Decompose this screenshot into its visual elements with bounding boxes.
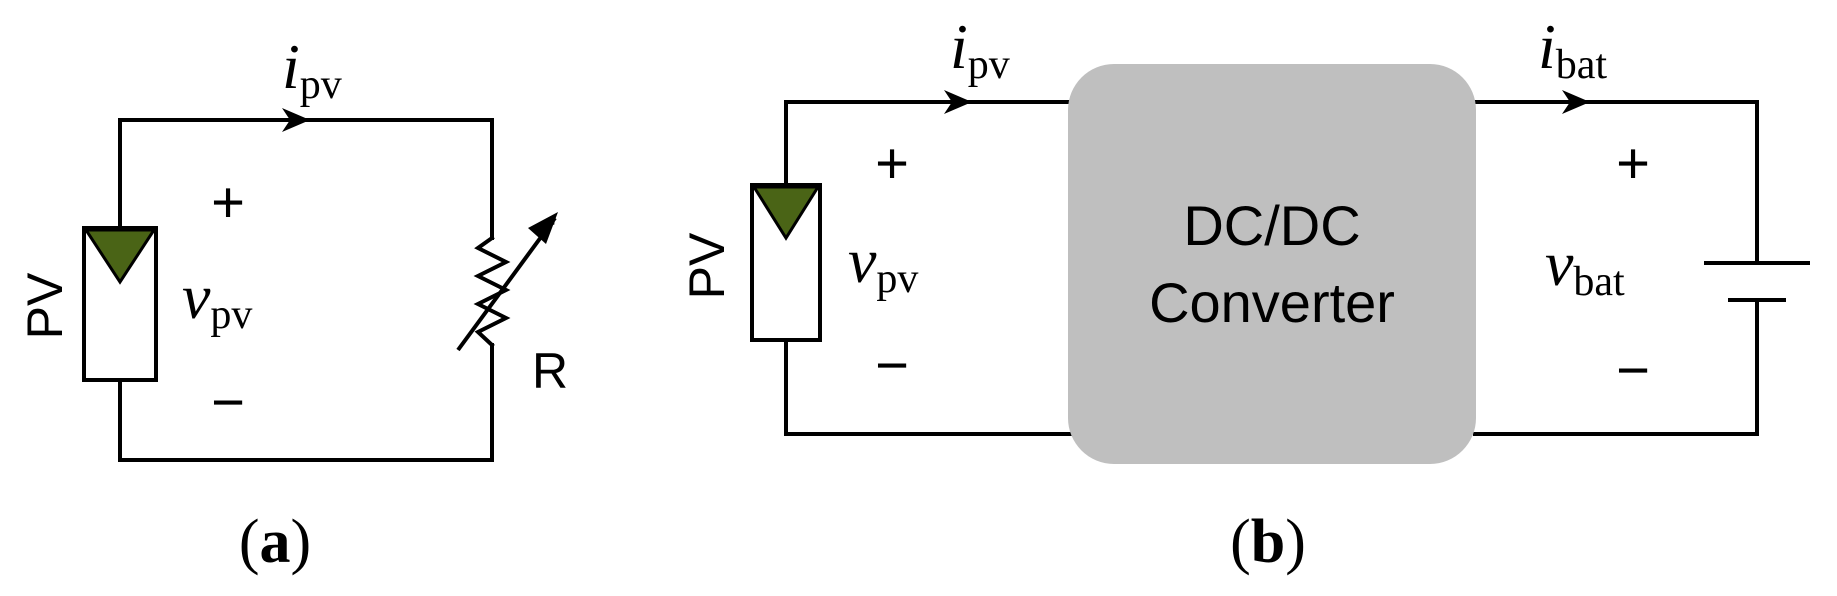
panel-b-pv-current-arrow — [944, 90, 972, 114]
panel-b: DC/DC Converter PV + − + − ipv ibat vpv … — [679, 11, 1810, 576]
panel-a-resistor-arrowhead — [528, 212, 558, 244]
panel-b-bat-current-symbol: i — [1538, 11, 1556, 82]
panel-b-wire-right-bottom — [1473, 298, 1759, 436]
panel-a-resistor-arrow — [456, 216, 557, 352]
panel-a-plus: + — [211, 170, 245, 235]
panel-b-bat-minus: − — [1616, 338, 1650, 403]
panel-a-voltage-label: vpv — [182, 261, 252, 338]
panel-b-wire-right-top — [1473, 100, 1759, 265]
panel-b-pv-minus: − — [875, 333, 909, 398]
panel-b-pv-voltage-symbol: v — [848, 225, 877, 296]
panel-b-pv-current-label: ipv — [950, 11, 1010, 88]
panel-a: PV R + − ipv vpv (a) — [17, 31, 568, 576]
panel-a-pv-label: PV — [17, 272, 73, 339]
panel-b-bat-current-subscript: bat — [1556, 42, 1608, 88]
panel-b-bat-plus: + — [1616, 131, 1650, 196]
panel-b-pv-plus: + — [875, 131, 909, 196]
panel-b-bat-current-arrow — [1562, 90, 1590, 114]
panel-b-bat-voltage-label: vbat — [1545, 228, 1625, 305]
panel-a-wire-top — [118, 118, 494, 240]
panel-a-resistor — [473, 235, 511, 348]
panel-b-label-letter: b — [1251, 508, 1285, 576]
panel-b-wire-left-top — [784, 100, 1077, 187]
panel-b-pv-voltage-label: vpv — [848, 225, 918, 302]
panel-b-pv-triangle — [751, 185, 821, 241]
panel-a-wire-bottom — [118, 343, 494, 462]
panel-a-label: (a) — [239, 508, 311, 576]
panel-b-pv-label: PV — [679, 232, 735, 299]
panel-a-minus: − — [211, 370, 245, 435]
panel-b-bat-current-label: ibat — [1538, 11, 1607, 88]
panel-a-voltage-symbol: v — [182, 261, 211, 332]
panel-b-pv-voltage-subscript: pv — [876, 256, 918, 302]
panel-a-current-arrow — [282, 108, 310, 132]
panel-a-label-letter: a — [260, 508, 291, 576]
panel-a-label-close: ) — [291, 508, 312, 576]
panel-a-current-symbol: i — [282, 31, 300, 102]
panel-b-label-close: ) — [1285, 508, 1306, 576]
panel-a-current-label: ipv — [282, 31, 342, 108]
panel-a-label-open: ( — [239, 508, 260, 576]
panel-a-pv-triangle — [83, 228, 157, 285]
panel-b-label-open: ( — [1230, 508, 1251, 576]
panel-a-resistor-label: R — [532, 343, 568, 399]
panel-b-label: (b) — [1230, 508, 1306, 576]
panel-b-bat-voltage-symbol: v — [1545, 228, 1574, 299]
panel-b-wire-left-bottom — [784, 338, 1077, 436]
dc-dc-converter-box — [1068, 64, 1476, 464]
panel-a-voltage-subscript: pv — [210, 292, 252, 338]
panel-b-pv-current-symbol: i — [950, 11, 968, 82]
panel-b-bat-voltage-subscript: bat — [1573, 259, 1625, 305]
dc-dc-converter-label-line2: Converter — [1149, 271, 1395, 334]
panel-a-current-subscript: pv — [300, 62, 342, 108]
panel-b-pv-current-subscript: pv — [968, 42, 1010, 88]
dc-dc-converter-label-line1: DC/DC — [1183, 194, 1360, 257]
